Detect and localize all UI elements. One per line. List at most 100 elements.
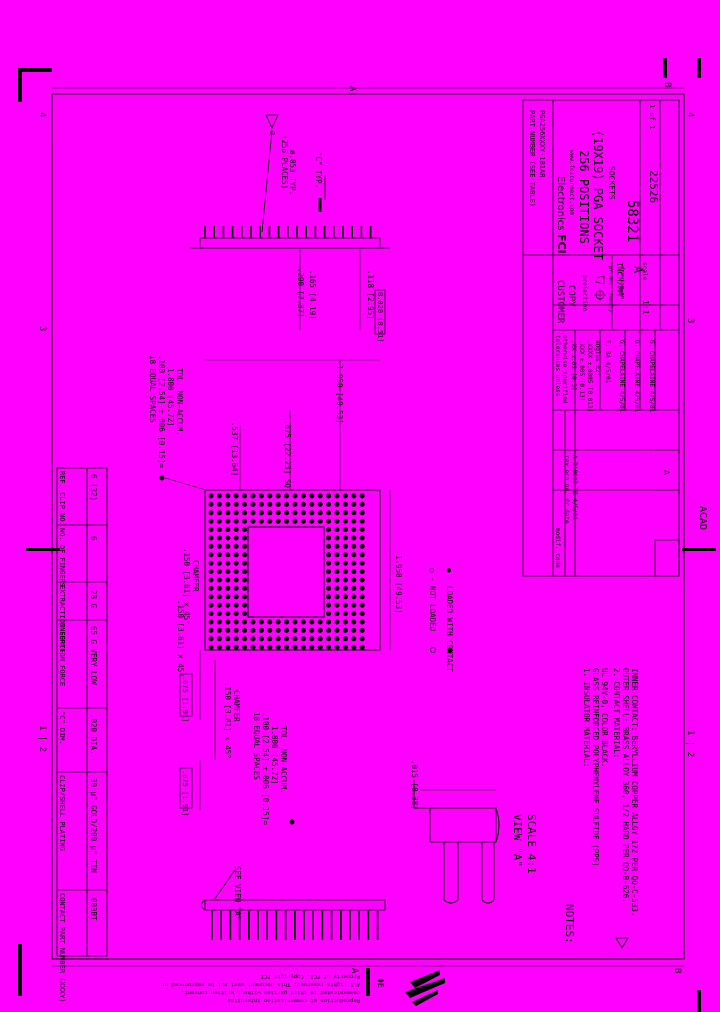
dim-537: .537 [13.64]: [230, 422, 239, 476]
chamfer-left-2: CHAMFER: [232, 690, 241, 722]
zone-right-3: 3: [685, 318, 695, 323]
view-a-scale: SCALE 4:1: [525, 814, 538, 874]
pin-dot: [292, 501, 298, 507]
bottom-profile-view: [201, 869, 386, 940]
pin-dot: [351, 611, 357, 617]
pin-dot: [334, 577, 340, 583]
pin-dot: [233, 627, 239, 633]
electronics-label: Electronics: [555, 176, 566, 231]
pin-dot: [342, 611, 348, 617]
pin-dot: [233, 552, 239, 558]
pin-dot: [225, 619, 231, 625]
spaces-left-2: .100 [2.54] ±.006 [0.15]=: [261, 712, 270, 825]
pin-dot: [359, 493, 365, 499]
pin-dot: [242, 611, 248, 617]
modif-code: modif. code: [554, 528, 561, 568]
note-2a: 2. CONTACT MATERIAL:: [612, 668, 621, 758]
copyright-2: All rights reserved. This document must …: [161, 981, 360, 987]
pin-dot: [208, 560, 214, 566]
pin-dot: [258, 619, 264, 625]
pin-dot: [216, 510, 222, 516]
pin-dot: [292, 644, 298, 650]
pin-dot: [359, 636, 365, 642]
note-1b: GLASS REINFORCED POLYPHENYLENE SULFIDE (…: [591, 668, 600, 867]
pin-dot: [326, 527, 332, 533]
dia-053-label: ø.053 TYP.: [288, 150, 297, 195]
pin-dot: [233, 493, 239, 499]
spaces-top-1: 18 EQUAL SPACES: [148, 355, 157, 423]
dim-150-side: .150 [3.81] x 45°: [176, 600, 185, 677]
copyright-3: communicated to third parties without wr…: [181, 989, 360, 995]
title-block: [522, 99, 680, 577]
view-a-detail: [413, 780, 500, 904]
pin-dot: [233, 510, 239, 516]
pin-dot: [250, 510, 256, 516]
pin-dot: [233, 585, 239, 591]
document-code: 22526: [647, 170, 660, 203]
pin-dot: [250, 501, 256, 507]
pin-dot: [359, 527, 365, 533]
pin-dot: [351, 602, 357, 608]
pin-dot: [342, 602, 348, 608]
pin-dot: [351, 636, 357, 642]
pin-dot: [317, 510, 323, 516]
pin-dot: [351, 627, 357, 633]
pin-dot: [334, 644, 340, 650]
pin-dot: [317, 501, 323, 507]
pin-dot: [216, 569, 222, 575]
pin-dot: [351, 543, 357, 549]
pin-dot: [300, 501, 306, 507]
tolerances-2: otherwise specified: [561, 335, 568, 404]
pin-dot: [334, 543, 340, 549]
rev-header: rev ecn no. dr date: [563, 455, 570, 524]
pin-dot: [326, 493, 332, 499]
pin-dot: [216, 535, 222, 541]
pin-dot: [242, 560, 248, 566]
pin-dot: [342, 501, 348, 507]
pin-dot: [317, 493, 323, 499]
pin-dot: [359, 501, 365, 507]
pin-dot: [275, 627, 281, 633]
pin-dot: [225, 527, 231, 533]
pin-dot: [216, 585, 222, 591]
pin-dot: [242, 510, 248, 516]
pin-dot: [208, 602, 214, 608]
dim-075-b: .075 [1.91]: [181, 770, 189, 816]
copyright-notice: Property of FCI. Copyright FCI. All righ…: [161, 973, 360, 1003]
pin-dot: [351, 594, 357, 600]
pin-dot: [342, 535, 348, 541]
acad-label: ACAD: [697, 506, 708, 530]
pin-dot: [334, 585, 340, 591]
drawing-number: 58321: [624, 200, 640, 242]
pin-dot: [233, 644, 239, 650]
pin-dot: [233, 560, 239, 566]
tolerances-3: .XX ±.01 [0.3]: [570, 340, 577, 391]
pin-dot: [284, 627, 290, 633]
pin-dot: [208, 619, 214, 625]
revision-letter: A: [662, 470, 671, 475]
pin-dot: [216, 518, 222, 524]
table-header-insertion: INSERTION FORCE: [58, 623, 66, 686]
pin-dot: [359, 518, 365, 524]
pin-dot: [208, 569, 214, 575]
pin-dot: [225, 644, 231, 650]
note-icon-2: 2: [268, 131, 276, 135]
notes: NOTES: 1. INSULATOR MATERIAL: GLASS REIN…: [563, 668, 639, 949]
pin-dot: [342, 527, 348, 533]
corner-marks: [18, 58, 716, 1012]
pin-dot: [275, 510, 281, 516]
pin-dot: [326, 611, 332, 617]
pin-dot: [225, 636, 231, 642]
pin-dot: [351, 585, 357, 591]
pin-dot: [309, 619, 315, 625]
pin-dot: [275, 636, 281, 642]
pin-dot: [300, 644, 306, 650]
spaces-left-4: TOL. NON-ACCUM.: [279, 726, 288, 794]
pin-dot: [275, 644, 281, 650]
pin-dot: [216, 493, 222, 499]
pin-dot: [208, 644, 214, 650]
pin-dot: [216, 602, 222, 608]
pin-dot: [233, 636, 239, 642]
dim-015-label: .015 [0.38]: [410, 760, 419, 810]
